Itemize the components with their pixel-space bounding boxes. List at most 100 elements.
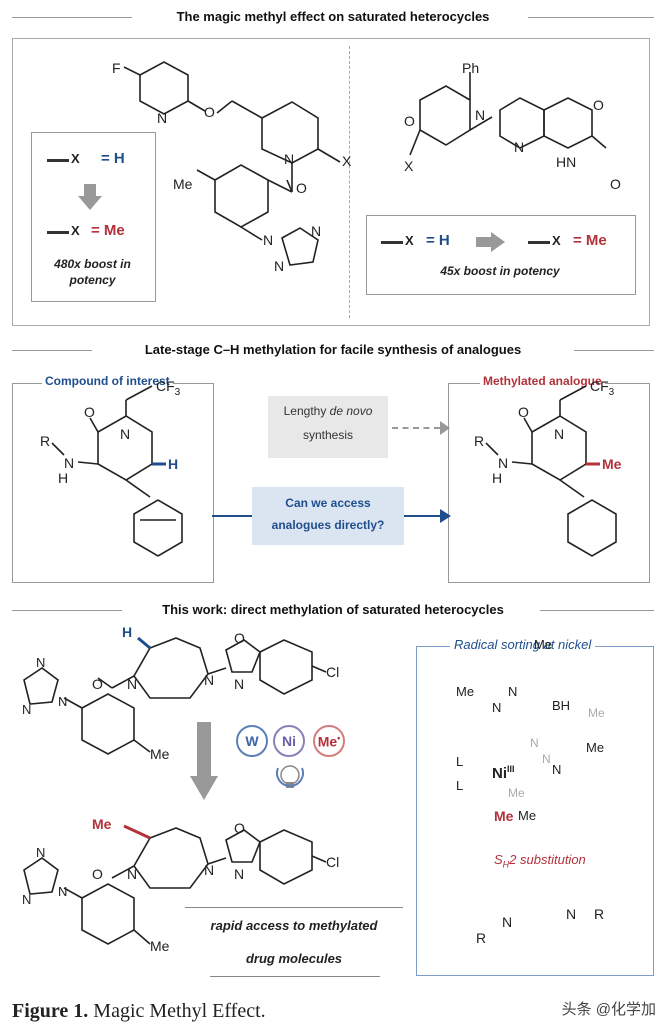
eq-me: = Me bbox=[91, 222, 125, 239]
atom-N: N bbox=[36, 655, 46, 670]
bond-icon bbox=[381, 241, 403, 244]
atom-O: O bbox=[204, 104, 215, 120]
atom-O: O bbox=[610, 176, 621, 192]
atom-N: N bbox=[554, 426, 565, 442]
atom-N: N bbox=[234, 676, 245, 692]
atom-N: N bbox=[204, 672, 215, 688]
atom-O: O bbox=[234, 630, 245, 646]
bond-icon bbox=[47, 159, 69, 162]
atom-Me: Me bbox=[150, 746, 170, 762]
question-line1: Can we access bbox=[285, 496, 371, 510]
atom-O: O bbox=[404, 113, 415, 129]
atom-H-highlight: H bbox=[122, 624, 133, 640]
section2-rule-right bbox=[574, 350, 654, 351]
arrow-right-icon bbox=[476, 237, 492, 247]
atom-O: O bbox=[234, 820, 245, 836]
atom-H: H bbox=[58, 470, 69, 486]
atom-H: H bbox=[492, 470, 503, 486]
compound-of-interest-box bbox=[12, 383, 214, 583]
section3-title: This work: direct methylation of saturat… bbox=[0, 602, 666, 617]
eq-h: = H bbox=[101, 150, 125, 167]
atom-N: N bbox=[234, 866, 245, 882]
atom-N-grey: N bbox=[530, 736, 539, 750]
atom-O: O bbox=[92, 676, 103, 692]
section1-rule-left bbox=[12, 17, 132, 18]
atom-HN: HN bbox=[556, 154, 577, 170]
atom-Me-highlight: Me bbox=[602, 456, 622, 472]
atom-X: X bbox=[404, 158, 414, 174]
atom-N: N bbox=[58, 884, 68, 899]
x-label: X bbox=[552, 233, 561, 248]
atom-O: O bbox=[92, 866, 103, 882]
catalyst-Me-radical-icon: Me• bbox=[317, 733, 341, 750]
rapid-access-line1: rapid access to methylated bbox=[210, 918, 378, 933]
atom-BH: BH bbox=[552, 698, 571, 713]
radical-sorting-panel bbox=[416, 646, 654, 976]
blue-arrow-head-icon bbox=[440, 509, 451, 523]
atom-Me: Me bbox=[150, 938, 170, 954]
atom-O: O bbox=[296, 180, 307, 196]
section3-rule-right bbox=[540, 610, 654, 611]
atom-N: N bbox=[127, 676, 138, 692]
compound-of-interest-label: Compound of interest bbox=[42, 374, 173, 388]
atom-N: N bbox=[204, 862, 215, 878]
atom-Me-highlight: Me bbox=[92, 816, 112, 832]
watermark: 头条 @化学加 bbox=[561, 1001, 656, 1018]
dashed-arrow-head-icon bbox=[440, 421, 450, 435]
atom-N: N bbox=[552, 762, 562, 777]
atom-N: N bbox=[157, 110, 168, 126]
boost-text-line2: potency bbox=[69, 273, 116, 287]
atom-N: N bbox=[502, 914, 513, 930]
atom-N-grey: N bbox=[542, 752, 551, 766]
potency-box-right bbox=[366, 215, 636, 295]
catalyst-W-icon: W bbox=[245, 733, 259, 749]
section1-rule-right bbox=[528, 17, 654, 18]
atom-H-highlight: H bbox=[168, 456, 179, 472]
bond-icon bbox=[528, 241, 550, 244]
lengthy-synthesis-box bbox=[268, 396, 388, 458]
blue-arrow-left-part bbox=[212, 515, 252, 517]
atom-R: R bbox=[474, 433, 485, 449]
atom-N: N bbox=[566, 906, 577, 922]
atom-N: N bbox=[284, 151, 295, 167]
atom-N: N bbox=[64, 455, 75, 471]
sh2-substitution-label: SH2 substitution bbox=[494, 852, 586, 870]
atom-O: O bbox=[593, 97, 604, 113]
section3-rule-left bbox=[12, 610, 122, 611]
atom-N: N bbox=[508, 684, 518, 699]
atom-N: N bbox=[22, 702, 32, 717]
boost-text-line1: 480x boost in bbox=[54, 257, 131, 271]
ligand-L: L bbox=[456, 778, 464, 793]
section1-title: The magic methyl effect on saturated het… bbox=[0, 9, 666, 24]
section1-divider bbox=[349, 46, 350, 318]
rapid-access-line2: drug molecules bbox=[245, 951, 343, 966]
atom-N: N bbox=[58, 694, 68, 709]
atom-N: N bbox=[263, 232, 274, 248]
atom-N: N bbox=[492, 700, 502, 715]
atom-CF3: CF3 bbox=[590, 378, 615, 398]
atom-X: X bbox=[342, 153, 352, 169]
lengthy-text-line2: synthesis bbox=[302, 428, 354, 442]
atom-R: R bbox=[476, 930, 487, 946]
atom-Ni: NiIII bbox=[492, 764, 515, 782]
atom-N: N bbox=[127, 866, 138, 882]
question-line2: analogues directly? bbox=[271, 518, 385, 532]
methylated-analogue-box bbox=[448, 383, 650, 583]
atom-Me: Me bbox=[534, 637, 553, 652]
atom-N: N bbox=[274, 258, 285, 274]
blue-arrow-right-part bbox=[404, 515, 442, 517]
figure-caption: Figure 1. Magic Methyl Effect. bbox=[12, 1000, 266, 1022]
atom-Me-grey: Me bbox=[508, 786, 525, 800]
atom-F: F bbox=[112, 60, 121, 76]
arrow-right-head-icon bbox=[491, 232, 505, 252]
section2-title: Late-stage C–H methylation for facile sy… bbox=[0, 342, 666, 357]
atom-CF3: CF3 bbox=[156, 378, 181, 398]
section2-rule-left bbox=[12, 350, 92, 351]
x-label: X bbox=[71, 151, 80, 166]
atom-Me: Me bbox=[518, 808, 537, 823]
atom-N: N bbox=[514, 139, 525, 155]
x-label: X bbox=[405, 233, 414, 248]
atom-N: N bbox=[36, 845, 46, 860]
atom-N: N bbox=[120, 426, 131, 442]
lengthy-text-line1: Lengthy de novo bbox=[283, 404, 373, 418]
